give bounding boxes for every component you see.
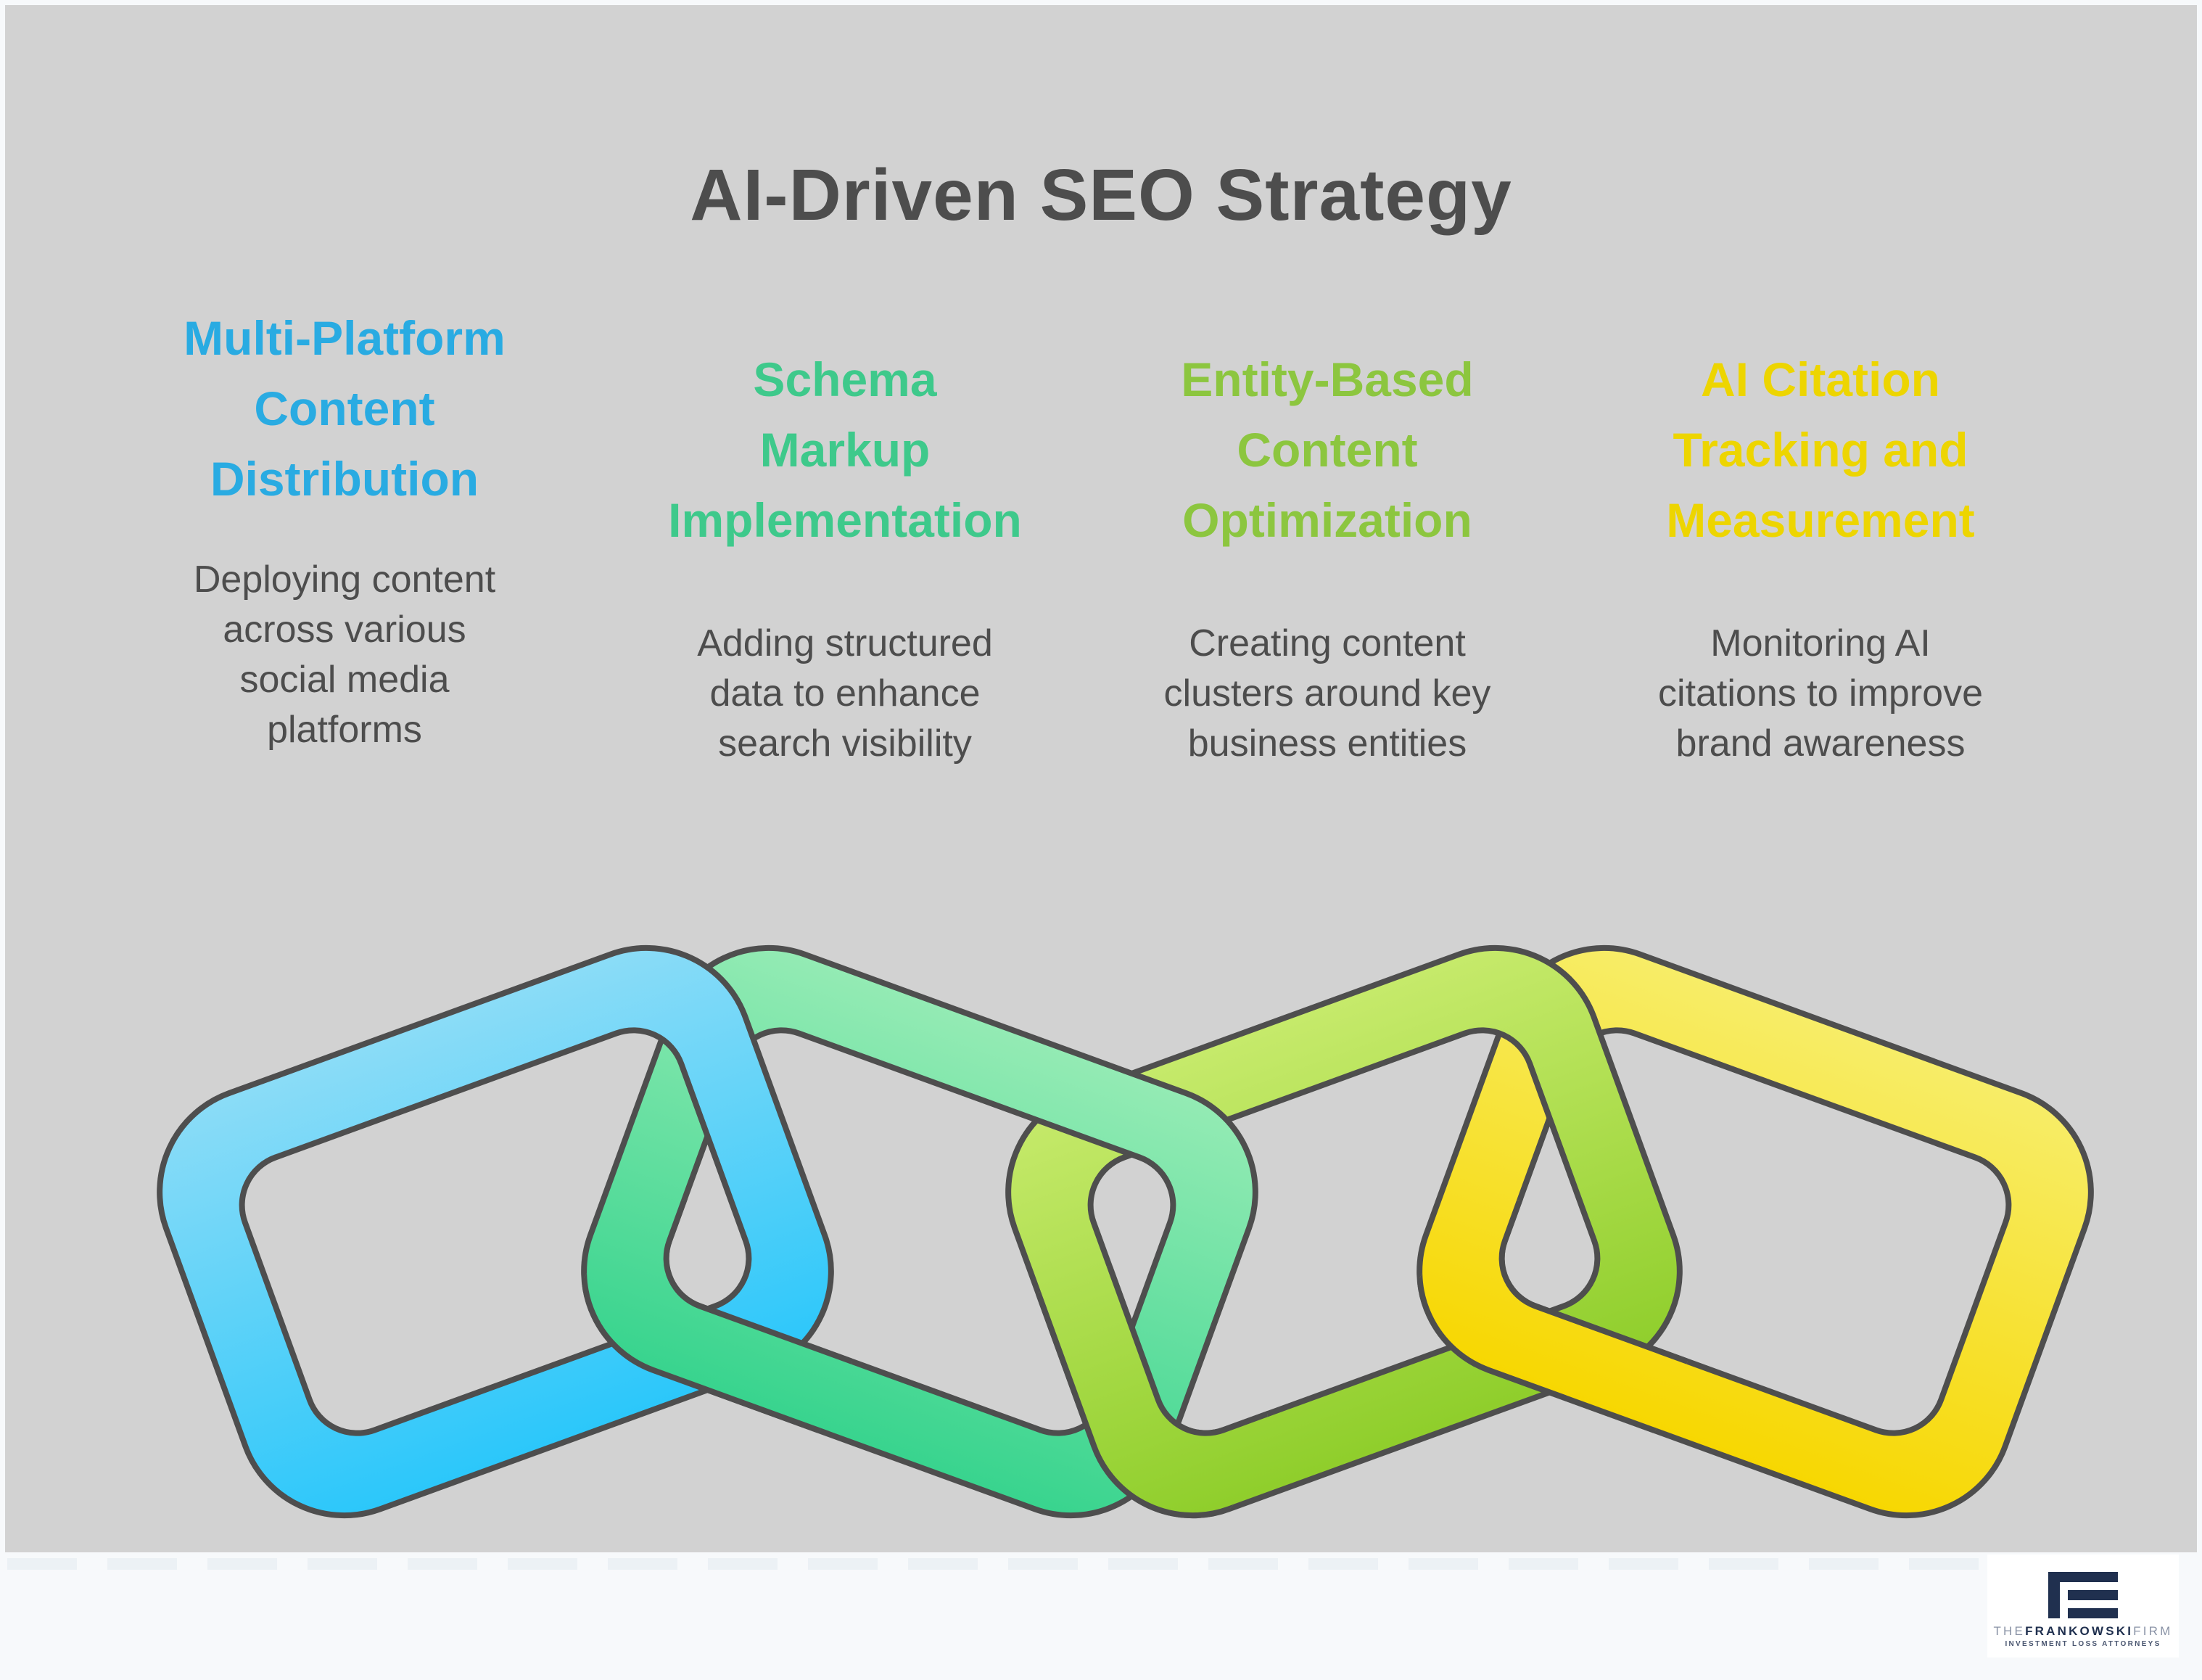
firm-name-main: FRANKOWSKI <box>2025 1624 2134 1638</box>
frankowski-f-mark-icon <box>2048 1572 2118 1618</box>
firm-tagline: INVESTMENT LOSS ATTORNEYS <box>2005 1640 2161 1648</box>
column-heading: Entity-Based Content Optimization <box>1181 353 1474 547</box>
column-schema-markup: Schema Markup Implementation Adding stru… <box>613 345 1077 769</box>
column-description: Deploying content across various social … <box>193 559 496 751</box>
column-multi-platform: Multi-Platform Content Distribution Depl… <box>112 303 577 755</box>
column-heading: Schema Markup Implementation <box>668 353 1022 547</box>
page-title: AI-Driven SEO Strategy <box>690 155 1512 236</box>
column-heading: AI Citation Tracking and Measurement <box>1666 353 1975 547</box>
chain-links <box>130 918 2120 1545</box>
watermark-row <box>7 1558 2195 1570</box>
firm-name-suffix: FIRM <box>2133 1624 2173 1638</box>
column-description: Monitoring AI citations to improve brand… <box>1658 622 1983 765</box>
column-ai-citation: AI Citation Tracking and Measurement Mon… <box>1588 345 2053 769</box>
column-entity-content: Entity-Based Content Optimization Creati… <box>1095 345 1559 769</box>
column-description: Adding structured data to enhance search… <box>697 622 993 765</box>
firm-name-prefix: THE <box>1993 1624 2026 1638</box>
column-heading: Multi-Platform Content Distribution <box>184 311 506 506</box>
firm-logo: THEFRANKOWSKIFIRM INVESTMENT LOSS ATTORN… <box>1987 1555 2179 1658</box>
firm-name: THEFRANKOWSKIFIRM <box>1993 1625 2172 1638</box>
column-description: Creating content clusters around key bus… <box>1163 622 1491 765</box>
